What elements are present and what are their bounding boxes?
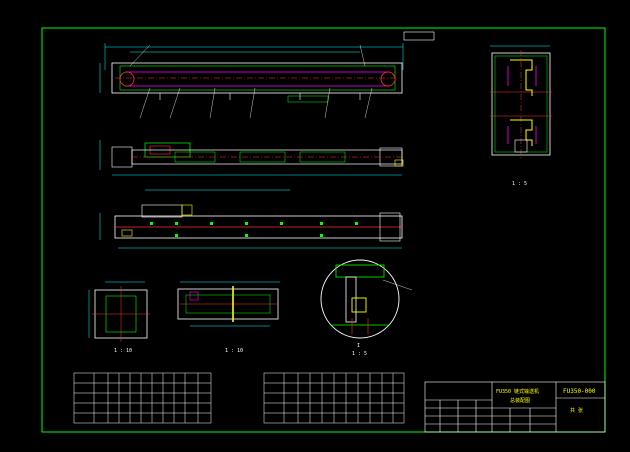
scale-section-b: 1 : 10: [225, 348, 243, 354]
detail-label: I: [357, 343, 360, 349]
sheet-count: 共 张: [570, 407, 583, 414]
drawing-number: FU350-000: [563, 388, 596, 395]
right-cross-section: [490, 45, 552, 160]
section-a-view: [88, 281, 150, 342]
scale-section-a: 1 : 10: [114, 348, 132, 354]
main-elevation-view: [99, 43, 404, 119]
side-elevation-view: [99, 189, 403, 249]
parameter-table-right: [263, 372, 405, 424]
plan-view: [99, 140, 404, 176]
detail-i-view: [320, 259, 413, 339]
drawing-frame: [41, 27, 606, 433]
scale-section-right: 1 : 5: [512, 181, 527, 187]
section-b-view: [177, 281, 280, 327]
side-view-bolts: [150, 222, 358, 237]
parameter-table-left: [73, 372, 212, 424]
title-block: [424, 381, 606, 433]
title-sub: 总装配图: [510, 397, 530, 404]
title-main: FU350 链式输送机: [496, 388, 539, 395]
scale-detail: 1 : 5: [352, 351, 367, 357]
